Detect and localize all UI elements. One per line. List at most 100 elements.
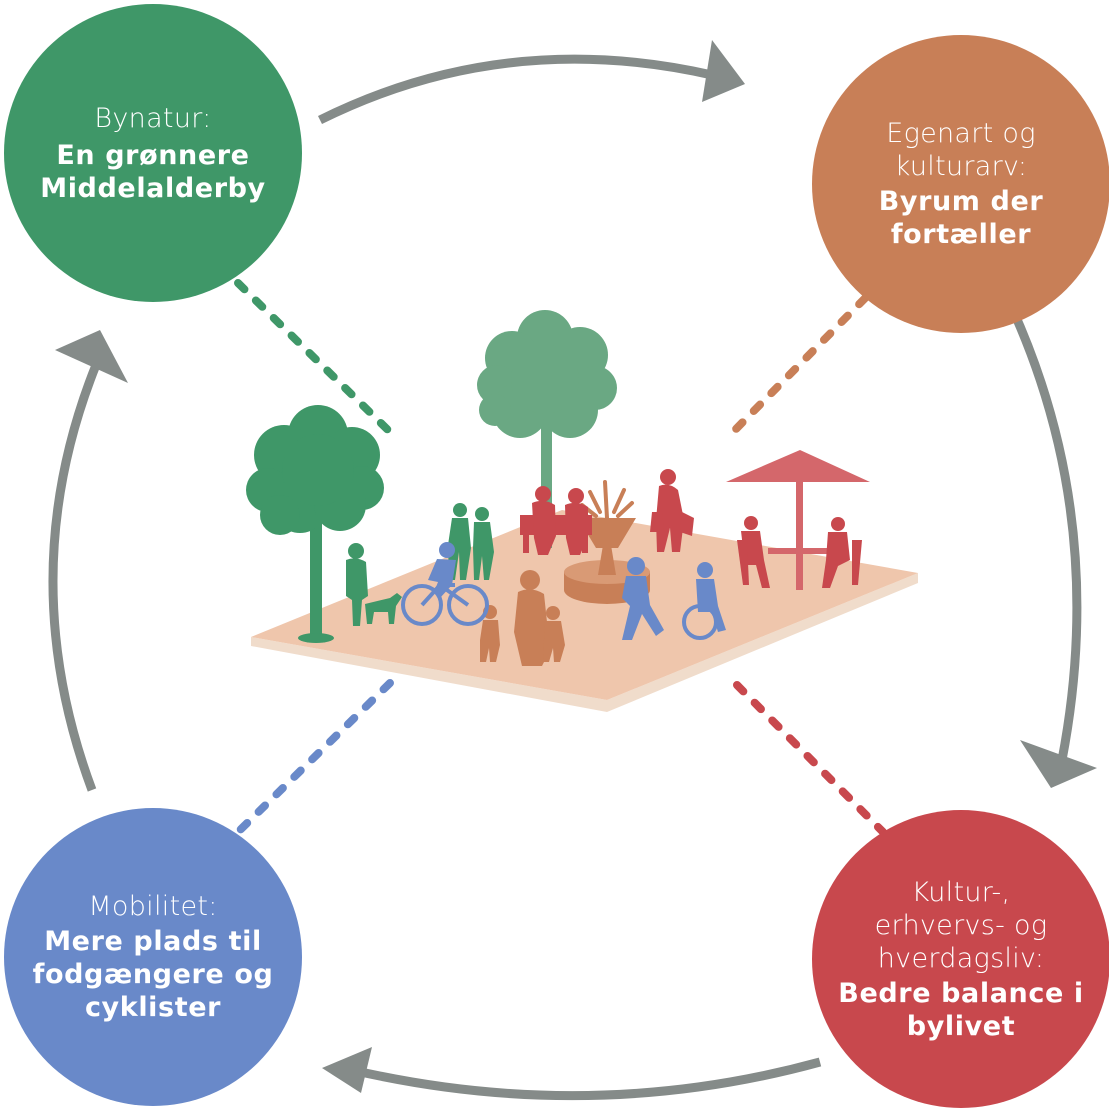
- illustration-shape: [768, 548, 830, 554]
- intro-line: Egenart og: [886, 118, 1036, 149]
- circle-intro: Mobilitet:: [88, 890, 217, 923]
- illustration-shape: [741, 531, 770, 588]
- illustration-shape: [598, 545, 616, 575]
- illustration-shape: [852, 540, 862, 585]
- illustration-shape: [514, 589, 550, 666]
- illustration-shape: [622, 576, 664, 640]
- illustration-shape: [447, 584, 489, 626]
- arrow-right: [1007, 306, 1082, 761]
- illustration-shape: [55, 40, 1097, 1093]
- title-line: cyklister: [84, 992, 222, 1023]
- title-line: En grønnere: [56, 139, 250, 171]
- illustration-shape: [582, 535, 588, 553]
- illustration-shape: [520, 570, 540, 590]
- illustration-shape: [543, 621, 565, 662]
- person-icon: [480, 570, 565, 666]
- illustration-shape: [744, 516, 758, 530]
- illustration-shape: [650, 512, 664, 532]
- illustration-shape: [232, 276, 887, 838]
- illustration-shape: [439, 542, 455, 558]
- person-icon: [346, 503, 494, 626]
- arrow-left-head: [55, 330, 128, 383]
- connector-mobility: [232, 679, 394, 838]
- illustration-shape: [473, 522, 494, 580]
- title-line: Middelalderby: [40, 172, 266, 204]
- illustration-shape: [511, 346, 579, 414]
- illustration-shape: [348, 543, 364, 559]
- tree-icon: [477, 310, 617, 548]
- illustration-shape: [726, 450, 870, 482]
- illustration-shape: [578, 518, 636, 548]
- circle-egenart: Egenart og kulturarv: Byrum der fortælle…: [812, 35, 1109, 333]
- illustration-shape: [48, 54, 1082, 1101]
- umbrella-icon: [726, 450, 870, 590]
- illustration-shape: [541, 400, 552, 548]
- connector-culture: [729, 276, 887, 436]
- circle-title: En grønnere Middelalderby: [40, 139, 266, 205]
- circle-intro: Egenart og kulturarv:: [886, 117, 1036, 183]
- arrow-bottom-head: [322, 1047, 372, 1093]
- illustration-shape: [535, 486, 551, 502]
- illustration-shape: [453, 503, 467, 517]
- illustration-shape: [282, 434, 354, 506]
- illustration-shape: [568, 488, 584, 504]
- dog-icon: [365, 593, 402, 624]
- circle-bynatur: Bynatur: En grønnere Middelalderby: [4, 4, 302, 302]
- illustration-shape: [565, 502, 588, 555]
- illustration-shape: [660, 469, 676, 485]
- illustration-shape: [260, 495, 300, 535]
- arrow-left: [48, 363, 101, 792]
- illustration-shape: [401, 584, 443, 626]
- circle-title: Mere plads til fodgængere og cyklister: [33, 925, 274, 1024]
- circle-intro: Kultur-, erhvervs- og hverdagsliv:: [875, 876, 1048, 975]
- circle-mobilitet: Mobilitet: Mere plads til fodgængere og …: [4, 808, 302, 1106]
- circle-title: Bedre balance i bylivet: [838, 977, 1083, 1043]
- illustration-shape: [796, 478, 803, 590]
- illustration-shape: [298, 633, 334, 643]
- person-icon: [532, 469, 862, 588]
- arrow-right-head: [1020, 740, 1097, 788]
- illustration-shape: [480, 620, 500, 662]
- illustration-shape: [656, 484, 684, 552]
- illustration-shape: [737, 540, 749, 585]
- circle-intro: Bynatur:: [94, 102, 211, 135]
- illustration-shape: [532, 500, 556, 555]
- illustration-shape: [696, 579, 726, 632]
- illustration-shape: [310, 500, 322, 640]
- arrow-bottom: [350, 1057, 822, 1101]
- illustration-shape: [580, 480, 634, 520]
- illustration-shape: [475, 507, 489, 521]
- intro-line: hverdagsliv:: [877, 942, 1045, 974]
- intro-line: Kultur-,: [911, 876, 1011, 908]
- connector-nature: [234, 279, 394, 436]
- illustration-shape: [346, 558, 368, 626]
- circle-kulturliv: Kultur-, erhvervs- og hverdagsliv: Bedre…: [812, 810, 1109, 1108]
- arrow-top-head: [702, 40, 745, 102]
- arrow-top: [317, 54, 713, 125]
- illustration-shape: [428, 559, 456, 598]
- circle-title: Byrum der fortæller: [879, 185, 1044, 251]
- intro-line: erhvervs- og: [874, 909, 1048, 941]
- illustration-shape: [546, 606, 560, 620]
- title-line: Mere plads til: [44, 926, 262, 957]
- title-line: Byrum der: [878, 186, 1044, 217]
- title-line: fortæller: [890, 219, 1032, 250]
- illustration-shape: [523, 535, 529, 553]
- intro-line: kulturarv:: [894, 151, 1028, 182]
- title-line: fodgængere og: [32, 959, 274, 990]
- tree-icon: [246, 405, 384, 643]
- illustration-shape: [831, 517, 845, 531]
- intro-line: Mobilitet:: [88, 891, 218, 922]
- intro-line: Bynatur:: [94, 102, 212, 134]
- person-icon: [401, 542, 726, 640]
- illustration-shape: [680, 512, 694, 536]
- illustration-shape: [697, 562, 713, 578]
- illustration-shape: [627, 557, 645, 575]
- illustration-shape: [822, 532, 850, 588]
- title-line: bylivet: [906, 1010, 1016, 1042]
- connector-life: [733, 681, 887, 836]
- title-line: Bedre balance i: [838, 977, 1084, 1009]
- illustration-shape: [479, 394, 511, 426]
